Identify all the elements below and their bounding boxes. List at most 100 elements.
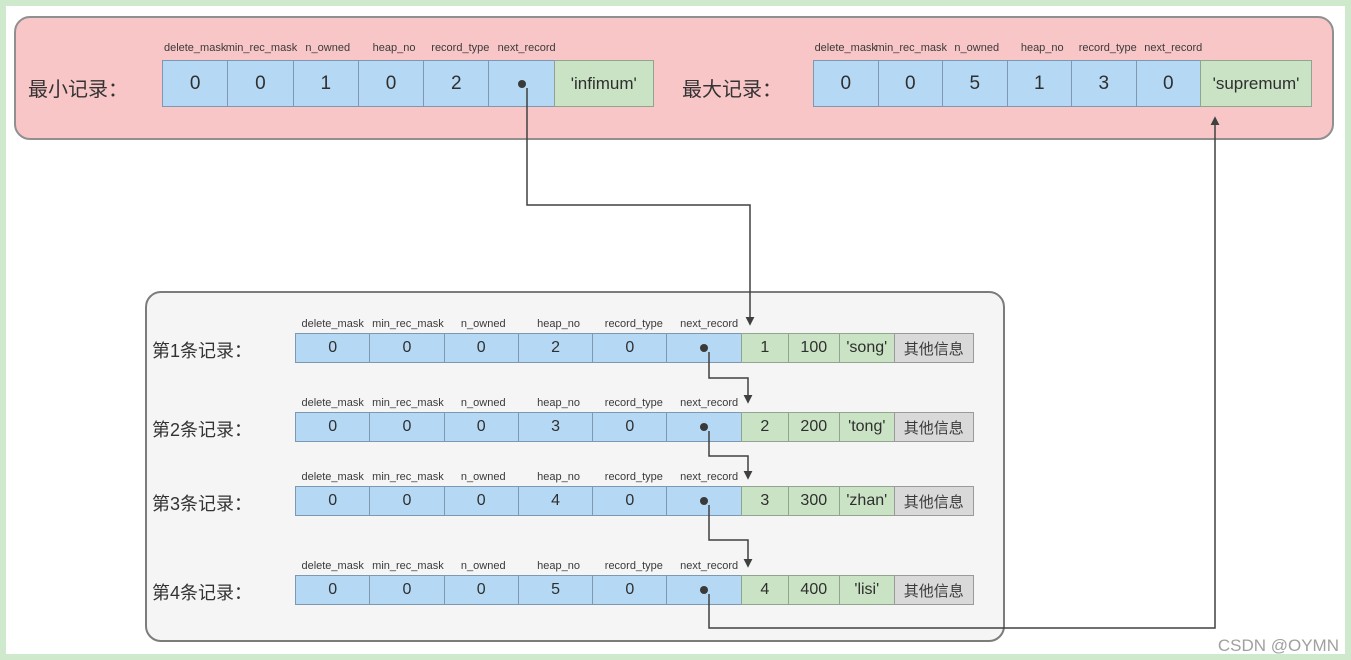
cell-next-record (666, 412, 742, 442)
cell-name: 'lisi' (838, 575, 895, 605)
cell-col-value: 300 (787, 486, 840, 516)
header-n-owned: n_owned (460, 318, 506, 330)
cell-next-record (666, 486, 742, 516)
cell-other-info: 其他信息 (893, 412, 974, 442)
cell-record-type: 3 (1071, 60, 1137, 107)
record2-row: 0 0 0 3 0 2 200 'tong' 其他信息 (295, 412, 974, 442)
header-heap-no: heap_no (537, 560, 580, 572)
header-record-type: record_type (604, 318, 663, 330)
cell-delete-mask: 0 (295, 333, 371, 363)
header-delete-mask: delete_mask (163, 42, 227, 54)
cell-delete-mask: 0 (295, 412, 371, 442)
header-heap-no: heap_no (1020, 42, 1064, 54)
header-next-record: next_record (680, 560, 739, 572)
max-record-label: 最大记录： (682, 79, 782, 101)
min-record-field-headers: delete_mask min_rec_mask n_owned heap_no… (162, 42, 560, 54)
cell-other-info: 其他信息 (893, 486, 974, 516)
pointer-dot (700, 423, 709, 431)
cell-record-type: 0 (592, 333, 668, 363)
pointer-dot (517, 79, 526, 88)
cell-col-value: 100 (787, 333, 840, 363)
header-heap-no: heap_no (537, 471, 580, 483)
cell-key: 2 (740, 412, 789, 442)
header-delete-mask: delete_mask (814, 42, 877, 54)
cell-n-owned: 0 (443, 333, 519, 363)
header-heap-no: heap_no (537, 318, 580, 330)
cell-delete-mask: 0 (295, 575, 371, 605)
cell-n-owned: 1 (292, 60, 359, 107)
cell-record-type: 2 (423, 60, 490, 107)
header-min-rec-mask: min_rec_mask (372, 318, 444, 330)
header-next-record: next_record (680, 397, 739, 409)
cell-infimum: 'infimum' (553, 60, 654, 107)
cell-min-rec-mask: 0 (369, 412, 445, 442)
header-next-record: next_record (497, 42, 556, 54)
cell-name: 'tong' (838, 412, 895, 442)
cell-record-type: 0 (592, 575, 668, 605)
cell-col-value: 400 (787, 575, 840, 605)
cell-other-info: 其他信息 (893, 333, 974, 363)
cell-delete-mask: 0 (813, 60, 879, 107)
cell-record-type: 0 (592, 412, 668, 442)
min-record-row: 0 0 1 0 2 'infimum' (162, 60, 654, 107)
record3-field-headers: delete_mask min_rec_mask n_owned heap_no… (295, 471, 747, 483)
cell-heap-no: 1 (1006, 60, 1072, 107)
csdn-watermark: CSDN @OYMN (1217, 636, 1339, 655)
header-n-owned: n_owned (460, 560, 506, 572)
cell-key: 3 (740, 486, 789, 516)
cell-min-rec-mask: 0 (369, 486, 445, 516)
cell-next-record (666, 333, 742, 363)
record3-row: 0 0 0 4 0 3 300 'zhan' 其他信息 (295, 486, 974, 516)
header-heap-no: heap_no (372, 42, 416, 54)
cell-key: 4 (740, 575, 789, 605)
header-delete-mask: delete_mask (301, 471, 364, 483)
record4-field-headers: delete_mask min_rec_mask n_owned heap_no… (295, 560, 747, 572)
cell-name: 'zhan' (838, 486, 895, 516)
header-min-rec-mask: min_rec_mask (372, 397, 444, 409)
cell-key: 1 (740, 333, 789, 363)
header-record-type: record_type (604, 397, 663, 409)
header-record-type: record_type (604, 560, 663, 572)
cell-min-rec-mask: 0 (877, 60, 943, 107)
cell-next-record: 0 (1135, 60, 1201, 107)
header-delete-mask: delete_mask (301, 318, 364, 330)
header-n-owned: n_owned (460, 397, 506, 409)
cell-supremum: 'supremum' (1200, 60, 1312, 107)
cell-n-owned: 0 (443, 575, 519, 605)
cell-col-value: 200 (787, 412, 840, 442)
cell-heap-no: 3 (517, 412, 594, 442)
cell-n-owned: 0 (443, 486, 519, 516)
header-record-type: record_type (604, 471, 663, 483)
pointer-dot (700, 344, 709, 352)
header-n-owned: n_owned (305, 42, 351, 54)
pointer-dot (700, 586, 709, 594)
cell-heap-no: 2 (517, 333, 594, 363)
record4-label: 第4条记录： (152, 583, 253, 603)
header-n-owned: n_owned (460, 471, 506, 483)
header-next-record: next_record (680, 318, 739, 330)
cell-next-record (488, 60, 555, 107)
header-n-owned: n_owned (954, 42, 1000, 54)
cell-n-owned: 5 (942, 60, 1008, 107)
cell-other-info: 其他信息 (893, 575, 974, 605)
cell-delete-mask: 0 (295, 486, 371, 516)
record1-field-headers: delete_mask min_rec_mask n_owned heap_no… (295, 318, 747, 330)
header-record-type: record_type (1078, 42, 1137, 54)
header-next-record: next_record (1144, 42, 1203, 54)
header-heap-no: heap_no (537, 397, 580, 409)
record3-label: 第3条记录： (152, 494, 253, 514)
record2-label: 第2条记录： (152, 420, 253, 440)
cell-delete-mask: 0 (162, 60, 229, 107)
header-min-rec-mask: min_rec_mask (372, 471, 444, 483)
cell-min-rec-mask: 0 (369, 333, 445, 363)
pointer-dot (700, 497, 709, 505)
cell-min-rec-mask: 0 (369, 575, 445, 605)
header-delete-mask: delete_mask (301, 560, 364, 572)
header-delete-mask: delete_mask (301, 397, 364, 409)
cell-heap-no: 0 (357, 60, 425, 107)
record4-row: 0 0 0 5 0 4 400 'lisi' 其他信息 (295, 575, 974, 605)
header-min-rec-mask: min_rec_mask (225, 42, 298, 54)
header-record-type: record_type (431, 42, 490, 54)
header-min-rec-mask: min_rec_mask (372, 560, 444, 572)
